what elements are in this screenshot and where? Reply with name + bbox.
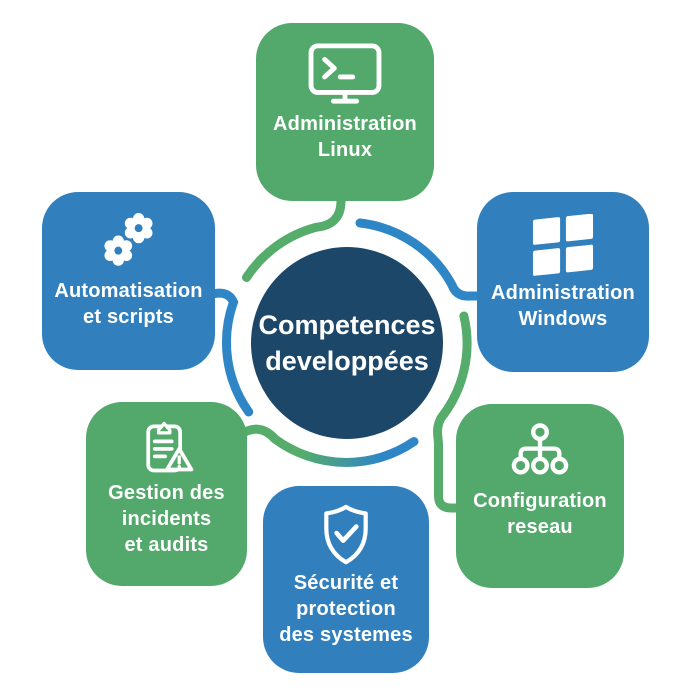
node-label-line: Configuration	[473, 490, 607, 512]
node-label-line: Administration	[273, 113, 417, 135]
center-title-line1: Competences	[258, 310, 436, 340]
node-label-line: et scripts	[83, 306, 174, 328]
node-label: Configuration reseau	[473, 488, 607, 540]
arc-bottom-gradient	[233, 424, 419, 467]
node-administration-windows: Administration Windows	[477, 192, 649, 372]
arc-right-green	[433, 311, 472, 513]
node-label-line: Administration	[491, 282, 635, 304]
arc-left-blue	[201, 288, 254, 417]
node-label: Administration Windows	[491, 280, 635, 332]
node-label: Sécurité et protection des systemes	[279, 570, 413, 648]
node-label-line: Windows	[518, 308, 608, 330]
clipboard-warning-icon	[136, 414, 198, 480]
node-label-line: Linux	[317, 139, 373, 161]
center-title: Competences developpées	[258, 307, 435, 379]
node-label-line: Automatisation	[54, 280, 203, 302]
node-securite-protection: Sécurité et protection des systemes	[263, 486, 429, 673]
node-administration-linux: Administration Linux	[256, 23, 434, 201]
node-label-line: des systemes	[279, 624, 413, 646]
node-gestion-incidents-audits: Gestion des incidents et audits	[86, 402, 247, 586]
node-label-line: Sécurité et	[293, 572, 399, 594]
gears-icon	[99, 208, 159, 274]
node-label-line: reseau	[507, 516, 573, 538]
windows-logo-icon	[532, 210, 594, 280]
node-label-line: Gestion des	[108, 482, 225, 504]
node-label: Administration Linux	[273, 111, 417, 163]
center-title-line2: developpées	[265, 346, 429, 376]
network-tree-icon	[508, 420, 572, 484]
node-label: Gestion des incidents et audits	[108, 480, 225, 558]
node-configuration-reseau: Configuration reseau	[456, 404, 624, 588]
shield-check-icon	[316, 500, 376, 570]
node-label-line: et audits	[124, 534, 209, 556]
center-node: Competences developpées	[251, 247, 443, 439]
node-label: Automatisation et scripts	[54, 278, 202, 330]
node-automatisation-scripts: Automatisation et scripts	[42, 192, 215, 370]
node-label-line: incidents	[121, 508, 212, 530]
terminal-monitor-icon	[307, 39, 383, 111]
node-label-line: protection	[296, 598, 396, 620]
arc-top-green	[242, 175, 346, 282]
arc-top-right-blue	[355, 218, 489, 301]
